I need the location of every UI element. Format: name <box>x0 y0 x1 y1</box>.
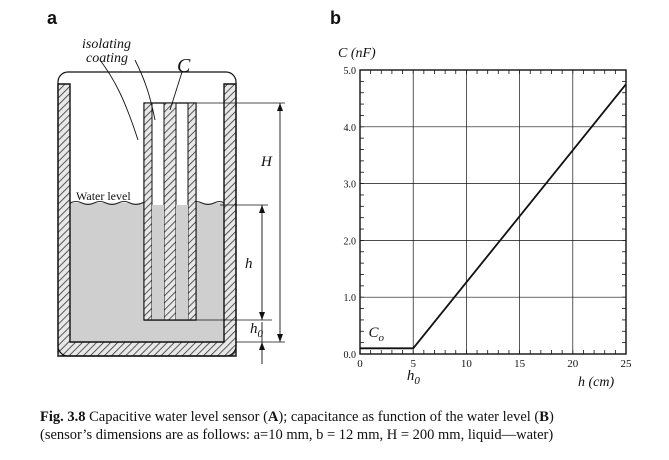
chart-minor-ticks <box>359 69 627 355</box>
y-tick-label: 0.0 <box>344 350 357 361</box>
label-coating: coating <box>86 51 128 66</box>
label-H: H <box>260 154 273 170</box>
y-tick-label: 2.0 <box>344 236 357 247</box>
caption-line-2: (sensor’s dimensions are as follows: a=1… <box>40 427 554 443</box>
figure-caption: Fig. 3.8 Capacitive water level sensor (… <box>40 408 660 444</box>
annotation-h0: h0 <box>407 368 421 387</box>
x-tick-label: 0 <box>357 358 363 370</box>
panel-b-letter: b <box>330 8 341 28</box>
chart-frame <box>359 69 627 355</box>
caption-text-2: ); capacitance as function of the water … <box>278 409 540 425</box>
caption-bold-a: A <box>267 409 279 425</box>
x-tick-label: 5 <box>410 358 416 370</box>
label-C: C <box>177 55 191 77</box>
caption-text-1: Capacitive water level sensor ( <box>85 409 268 425</box>
tank-outline <box>57 71 237 357</box>
label-isolating: isolating <box>82 37 131 52</box>
x-axis-label: h (cm) <box>578 375 614 390</box>
caption-text-3: ) <box>548 409 554 425</box>
leader-isolating-2 <box>134 59 156 121</box>
label-h: h <box>245 256 253 272</box>
water-in-gap-right <box>176 205 188 320</box>
water-in-gap-left <box>152 205 164 320</box>
chart-grid <box>359 69 627 355</box>
y-tick-label: 3.0 <box>344 180 357 191</box>
annotation-c0: Co <box>369 325 385 344</box>
x-tick-label: 10 <box>461 358 473 370</box>
y-axis-label: C (nF) <box>338 46 376 61</box>
caption-fig-label: Fig. 3.8 <box>40 409 86 425</box>
capacitance-line <box>360 83 627 350</box>
x-tick-label: 15 <box>514 358 526 370</box>
label-water-level: Water level <box>76 189 131 203</box>
leader-C <box>169 71 183 111</box>
x-tick-label: 25 <box>621 358 633 370</box>
x-tick-label: 20 <box>567 358 579 370</box>
caption-bold-b: B <box>539 409 549 425</box>
chart-tick-labels: 0 5 10 15 20 25 0.0 1.0 2.0 3.0 4.0 5.0 <box>344 66 633 370</box>
panel-a-letter: a <box>47 8 58 28</box>
label-h0: h0 <box>250 321 264 340</box>
y-tick-label: 4.0 <box>344 123 357 134</box>
y-tick-label: 5.0 <box>344 66 357 77</box>
leader-isolating-1 <box>99 59 139 141</box>
y-tick-label: 1.0 <box>344 293 357 304</box>
